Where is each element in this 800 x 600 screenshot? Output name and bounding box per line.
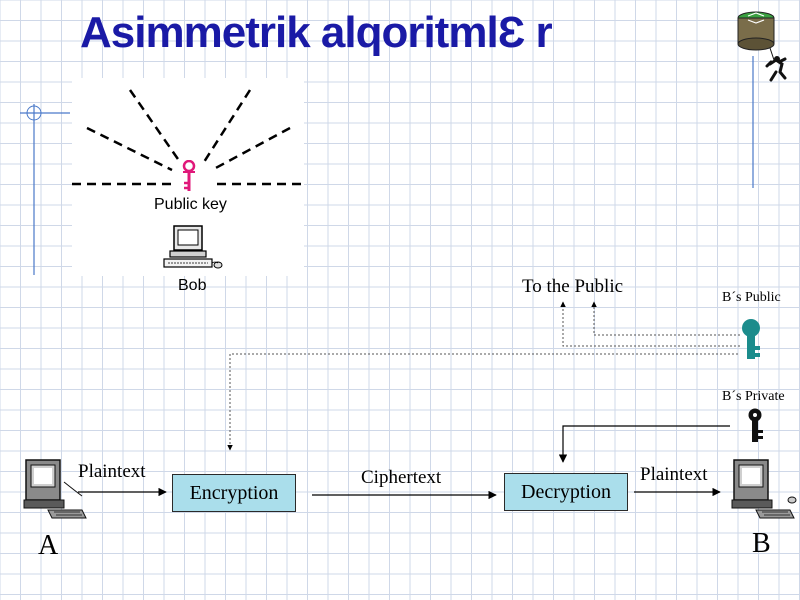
public-key-label: Public key bbox=[154, 196, 227, 213]
pink-key-icon bbox=[182, 160, 196, 191]
decryption-box: Decryption bbox=[504, 473, 628, 511]
ciphertext-label: Ciphertext bbox=[361, 467, 442, 488]
computer-a-icon bbox=[23, 459, 87, 519]
router-climber-icon bbox=[737, 11, 787, 82]
radiating-dashes bbox=[72, 89, 302, 186]
node-b-label: B bbox=[752, 528, 771, 559]
computer-icon bbox=[163, 225, 223, 269]
b-public-label: B´s Public bbox=[722, 290, 781, 305]
to-the-public-label: To the Public bbox=[522, 276, 624, 297]
black-key-icon bbox=[748, 408, 763, 442]
plaintext-right-label: Plaintext bbox=[640, 464, 708, 485]
plaintext-left-label: Plaintext bbox=[78, 461, 146, 482]
computer-b-icon bbox=[731, 459, 797, 519]
slide-title: Asimmetrik alqoritmlƐ r bbox=[80, 8, 553, 57]
node-a-label: A bbox=[38, 530, 59, 561]
bob-label: Bob bbox=[178, 277, 207, 294]
b-private-label: B´s Private bbox=[722, 389, 785, 404]
bob-panel: Public key Bob bbox=[72, 78, 304, 294]
teal-key-icon bbox=[742, 319, 760, 359]
encryption-box: Encryption bbox=[172, 474, 296, 512]
